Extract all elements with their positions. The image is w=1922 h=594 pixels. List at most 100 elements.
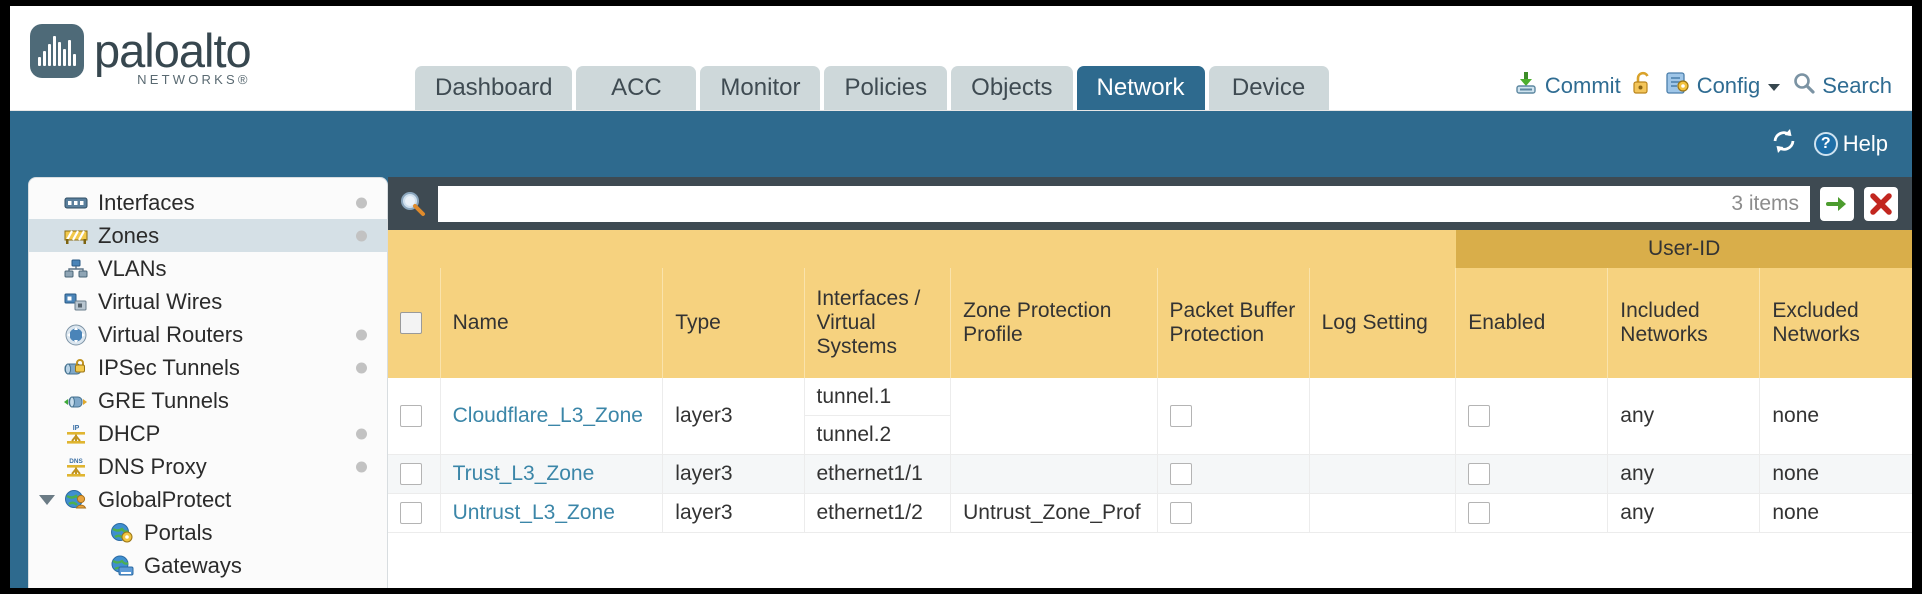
svg-text:IP: IP: [73, 425, 80, 432]
sidebar-item-label: Gateways: [144, 552, 242, 578]
sidebar-item-portals[interactable]: Portals: [29, 516, 387, 549]
brand-tagline: NETWORKS®: [137, 72, 251, 87]
apply-filter-button[interactable]: [1820, 186, 1854, 221]
select-all-checkbox[interactable]: [400, 312, 422, 335]
help-icon: ?: [1813, 132, 1838, 156]
userid-enabled-checkbox[interactable]: [1468, 502, 1491, 525]
row-checkbox[interactable]: [400, 405, 422, 428]
tab-dashboard[interactable]: Dashboard: [415, 66, 573, 110]
expand-collapse-triangle-icon[interactable]: [39, 494, 55, 505]
cell-excluded-networks: none: [1759, 454, 1912, 494]
refresh-icon[interactable]: [1770, 128, 1798, 160]
search-button[interactable]: Search: [1792, 71, 1892, 101]
sidebar-item-virtual-routers[interactable]: Virtual Routers: [29, 318, 387, 351]
filter-input-wrap[interactable]: 3 items: [438, 185, 1810, 222]
tab-network[interactable]: Network: [1076, 66, 1205, 110]
search-icon: [1792, 71, 1816, 101]
sidebar-item-ipsec-tunnels[interactable]: IPSec Tunnels: [29, 351, 387, 384]
zones-table: User-ID Name Type Interfaces / Virtual S…: [388, 230, 1912, 533]
cell-userid-enabled: [1455, 378, 1608, 455]
network-sidebar: Interfaces Zones: [28, 177, 388, 588]
cell-included-networks: any: [1607, 378, 1760, 455]
filter-bar: 3 items: [388, 177, 1912, 230]
userid-enabled-checkbox[interactable]: [1468, 405, 1491, 428]
chevron-down-icon: [1766, 73, 1782, 99]
cell-log-setting: [1308, 454, 1456, 494]
sidebar-item-dns-proxy[interactable]: DNS DNS Proxy: [29, 450, 387, 483]
row-select-cell: [388, 454, 441, 494]
sidebar-item-gateways[interactable]: Gateways: [29, 549, 387, 582]
cell-zone-protection: [950, 378, 1158, 455]
table-row[interactable]: Trust_L3_Zone layer3 ethernet1/1: [388, 454, 1912, 494]
sidebar-item-virtual-wires[interactable]: Virtual Wires: [29, 285, 387, 318]
table-row[interactable]: Untrust_L3_Zone layer3 ethernet1/2 Untru…: [388, 493, 1912, 533]
group-header-row: User-ID: [388, 230, 1912, 268]
tab-objects[interactable]: Objects: [951, 66, 1073, 110]
vlans-icon: [63, 258, 89, 280]
sidebar-item-vlans[interactable]: VLANs: [29, 252, 387, 285]
col-userid-enabled[interactable]: Enabled: [1455, 268, 1608, 378]
sidebar-item-globalprotect[interactable]: GlobalProtect: [29, 483, 387, 516]
row-checkbox[interactable]: [400, 502, 422, 525]
commit-icon: [1513, 70, 1539, 102]
col-packet-buffer[interactable]: Packet Buffer Protection: [1156, 268, 1310, 378]
sidebar-item-gre-tunnels[interactable]: GRE Tunnels: [29, 384, 387, 417]
sidebar-item-label: GRE Tunnels: [98, 387, 229, 413]
row-select-cell: [388, 378, 441, 455]
col-excluded-networks[interactable]: Excluded Networks: [1759, 268, 1912, 378]
zone-name-link[interactable]: Untrust_L3_Zone: [452, 501, 615, 524]
tab-device[interactable]: Device: [1208, 66, 1329, 110]
sidebar-item-label: Virtual Wires: [98, 288, 223, 314]
gateways-icon: [109, 555, 135, 577]
col-name[interactable]: Name: [439, 268, 663, 378]
sidebar-item-interfaces[interactable]: Interfaces: [29, 186, 387, 219]
cell-type: layer3: [662, 378, 804, 455]
config-dropdown[interactable]: Config: [1665, 70, 1783, 102]
zones-table-wrap: User-ID Name Type Interfaces / Virtual S…: [388, 230, 1912, 588]
clear-filter-button[interactable]: [1864, 186, 1898, 221]
virtual-routers-icon: [63, 324, 89, 346]
cell-log-setting: [1308, 378, 1456, 455]
status-dot: [356, 362, 367, 373]
col-included-networks[interactable]: Included Networks: [1607, 268, 1760, 378]
zone-name-link[interactable]: Trust_L3_Zone: [452, 462, 595, 485]
packet-buffer-checkbox[interactable]: [1169, 502, 1192, 525]
zones-panel: 3 items: [388, 177, 1912, 588]
brand-logo[interactable]: paloalto NETWORKS®: [30, 24, 252, 87]
interface-item: tunnel.1: [804, 378, 951, 416]
lock-button[interactable]: [1631, 70, 1655, 102]
sidebar-item-zones[interactable]: Zones: [29, 219, 387, 252]
col-type[interactable]: Type: [662, 268, 804, 378]
status-dot: [356, 230, 367, 241]
config-label: Config: [1696, 73, 1761, 98]
col-zone-protection[interactable]: Zone Protection Profile: [950, 268, 1158, 378]
row-checkbox[interactable]: [400, 463, 422, 486]
unlock-icon: [1631, 70, 1655, 102]
tab-monitor[interactable]: Monitor: [700, 66, 821, 110]
dns-proxy-icon: DNS: [63, 456, 89, 478]
sidebar-item-dhcp[interactable]: IP DHCP: [29, 417, 387, 450]
commit-button[interactable]: Commit: [1513, 70, 1621, 102]
table-row[interactable]: Cloudflare_L3_Zone layer3 tunnel.1 tunne…: [388, 378, 1912, 455]
cell-packet-buffer: [1156, 378, 1310, 455]
interface-item: ethernet1/2: [816, 501, 923, 524]
userid-enabled-checkbox[interactable]: [1468, 463, 1491, 486]
tab-acc[interactable]: ACC: [576, 66, 697, 110]
col-log-setting[interactable]: Log Setting: [1308, 268, 1456, 378]
interfaces-icon: [63, 192, 89, 214]
search-input[interactable]: [439, 186, 1732, 221]
sidebar-item-label: GlobalProtect: [98, 486, 232, 512]
tab-policies[interactable]: Policies: [824, 66, 948, 110]
portals-icon: [109, 522, 135, 544]
help-button[interactable]: ? Help: [1813, 131, 1888, 157]
zone-name-link[interactable]: Cloudflare_L3_Zone: [452, 404, 643, 427]
group-header-spacer: [388, 230, 1456, 268]
packet-buffer-checkbox[interactable]: [1169, 405, 1192, 428]
search-icon[interactable]: [398, 189, 428, 219]
group-header-userid: User-ID: [1455, 230, 1912, 268]
cell-included-networks: any: [1607, 493, 1760, 533]
packet-buffer-checkbox[interactable]: [1169, 463, 1192, 486]
col-interfaces[interactable]: Interfaces / Virtual Systems: [803, 268, 951, 378]
cell-packet-buffer: [1156, 454, 1310, 494]
